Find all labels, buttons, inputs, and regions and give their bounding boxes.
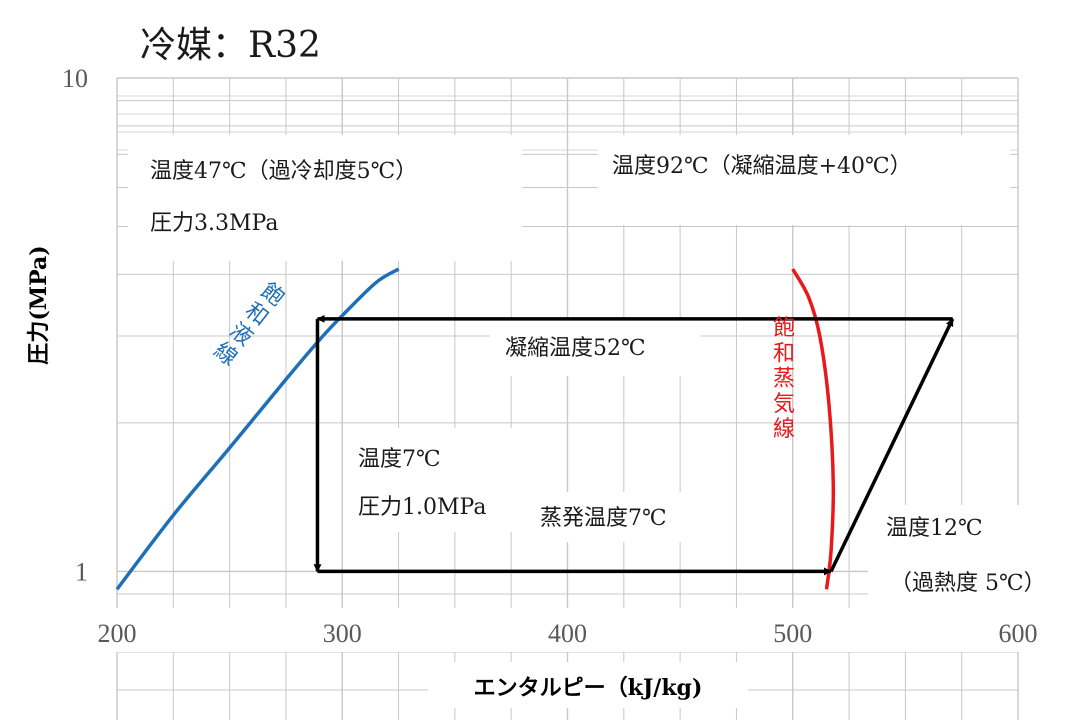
x-tick-label: 400 (548, 619, 587, 648)
annotation-discharge: 温度92℃（凝縮温度+40℃） (612, 154, 912, 179)
annotation-suction-temp: 温度12℃ (886, 516, 983, 541)
x-tick-label: 500 (773, 619, 812, 648)
y-tick-label: 1 (75, 557, 88, 586)
annotation-cond-temp: 凝縮温度52℃ (505, 336, 646, 361)
annotation-liquid-out-temp: 温度47℃（過冷却度5℃） (150, 159, 417, 184)
annotation-box-evap-temp (530, 492, 720, 542)
curve-label-glyph: 蒸 (773, 367, 795, 392)
chart-title: 冷媒：R32 (140, 25, 321, 66)
annotation-liquid-out-pressure: 圧力3.3MPa (150, 211, 278, 236)
annotation-box-suction (868, 505, 1073, 615)
x-tick-label: 300 (323, 619, 362, 648)
annotation-box-discharge (598, 135, 1010, 225)
saturated-liquid-label: 飽和液線 (209, 278, 288, 371)
saturated-vapor-curve (791, 268, 836, 590)
svg-text:飽和液線: 飽和液線 (209, 278, 288, 371)
x-tick-label: 200 (98, 619, 137, 648)
saturated-vapor-label: 飽和蒸気線 (773, 316, 795, 442)
annotation-evap-in-pressure: 圧力1.0MPa (358, 495, 486, 520)
annotation-evap-temp: 蒸発温度7℃ (540, 506, 667, 531)
x-tick-labels: 200 300 400 500 600 (98, 619, 1038, 648)
curve-label-glyph: 和 (773, 341, 795, 366)
x-axis-label: エンタルピー（kJ/kg) (474, 675, 703, 701)
y-axis-label: 圧力(MPa) (26, 245, 52, 364)
annotation-box-liquid-out (128, 135, 522, 261)
curve-label-glyph: 線 (773, 417, 795, 442)
y-tick-label: 10 (62, 64, 88, 93)
annotation-suction-superheat: （過熱度 5℃） (890, 571, 1046, 596)
saturated-liquid-curve (115, 267, 400, 591)
cycle-segment (829, 318, 955, 573)
svg-text:飽和蒸気線: 飽和蒸気線 (773, 316, 795, 442)
curve-label-glyph: 気 (773, 392, 795, 417)
curve-label-glyph: 飽 (773, 316, 795, 341)
refrigeration-cycle (313, 314, 955, 576)
annotation-evap-in-temp: 温度7℃ (358, 447, 441, 472)
x-axis-label-box (428, 662, 748, 708)
annotation-box-evap-in (345, 428, 523, 532)
y-tick-labels: 1 10 (62, 64, 88, 586)
xtick-band (70, 608, 1060, 652)
annotation-box-cond-temp (490, 318, 700, 376)
x-tick-label: 600 (999, 619, 1038, 648)
